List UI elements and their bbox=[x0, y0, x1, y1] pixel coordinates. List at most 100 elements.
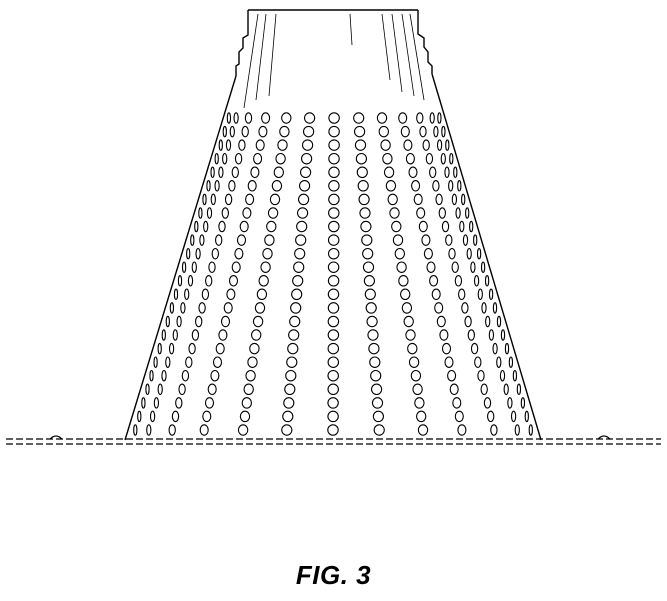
perforation-hole bbox=[471, 343, 477, 353]
perforation-hole bbox=[226, 140, 230, 150]
perforation-hole bbox=[525, 411, 528, 421]
perforation-hole bbox=[355, 126, 365, 136]
perforation-hole bbox=[166, 316, 169, 326]
perforation-hole bbox=[475, 357, 481, 367]
perforation-pattern bbox=[134, 113, 533, 435]
perforation-hole bbox=[406, 154, 414, 164]
perforation-hole bbox=[199, 208, 202, 218]
perforation-hole bbox=[235, 249, 243, 259]
perforation-hole bbox=[388, 194, 397, 204]
perforation-hole bbox=[196, 316, 202, 326]
perforation-hole bbox=[493, 303, 496, 313]
perforation-hole bbox=[500, 371, 504, 381]
perforation-hole bbox=[454, 167, 457, 177]
perforation-hole bbox=[172, 411, 178, 421]
perforation-hole bbox=[296, 235, 306, 245]
perforation-hole bbox=[262, 113, 270, 123]
perforation-hole bbox=[223, 126, 226, 136]
perforation-hole bbox=[265, 235, 274, 245]
perforation-hole bbox=[329, 221, 339, 231]
perforation-hole bbox=[399, 276, 408, 286]
perforation-hole bbox=[227, 113, 230, 123]
perforation-hole bbox=[186, 357, 192, 367]
perforation-hole bbox=[200, 425, 208, 435]
perforation-hole bbox=[397, 262, 406, 272]
perforation-hole bbox=[288, 343, 298, 353]
perforation-hole bbox=[328, 316, 338, 326]
perforation-hole bbox=[235, 154, 241, 164]
perforation-hole bbox=[392, 221, 401, 231]
perforation-hole bbox=[253, 316, 262, 326]
perforation-hole bbox=[328, 357, 338, 367]
perforation-hole bbox=[259, 126, 267, 136]
perforation-hole bbox=[206, 276, 212, 286]
perforation-hole bbox=[455, 411, 463, 421]
perforation-hole bbox=[219, 167, 223, 177]
perforation-hole bbox=[370, 357, 380, 367]
perforation-hole bbox=[364, 276, 374, 286]
perforation-hole bbox=[377, 113, 386, 123]
perforation-hole bbox=[412, 181, 420, 191]
perforation-hole bbox=[244, 384, 253, 394]
perforation-hole bbox=[287, 357, 297, 367]
perforation-hole bbox=[445, 167, 449, 177]
perforation-hole bbox=[263, 249, 272, 259]
perforation-hole bbox=[224, 303, 232, 313]
perforation-hole bbox=[272, 181, 281, 191]
perforation-hole bbox=[222, 208, 228, 218]
perforation-hole bbox=[484, 398, 490, 408]
perforation-hole bbox=[189, 343, 195, 353]
perforation-hole bbox=[430, 113, 434, 123]
perforation-hole bbox=[328, 398, 338, 408]
perforation-hole bbox=[512, 411, 516, 421]
perforation-hole bbox=[285, 384, 295, 394]
perforation-hole bbox=[384, 167, 393, 177]
perforation-hole bbox=[406, 330, 415, 340]
ground-lines bbox=[6, 436, 661, 444]
perforation-hole bbox=[478, 371, 484, 381]
perforation-hole bbox=[434, 126, 438, 136]
perforation-hole bbox=[274, 167, 283, 177]
figure-caption: FIG. 3 bbox=[0, 560, 667, 591]
perforation-hole bbox=[134, 425, 137, 435]
perforation-hole bbox=[329, 167, 339, 177]
perforation-hole bbox=[154, 398, 158, 408]
perforation-hole bbox=[305, 113, 315, 123]
perforation-hole bbox=[192, 262, 196, 272]
perforation-hole bbox=[299, 194, 309, 204]
perforation-hole bbox=[142, 398, 145, 408]
perforation-hole bbox=[291, 303, 301, 313]
perforation-hole bbox=[176, 398, 182, 408]
perforation-hole bbox=[328, 425, 338, 435]
perforation-hole bbox=[239, 140, 245, 150]
perforation-hole bbox=[230, 126, 234, 136]
perforation-hole bbox=[432, 289, 440, 299]
perforation-hole bbox=[240, 411, 249, 421]
perforation-hole bbox=[199, 303, 205, 313]
perforation-hole bbox=[515, 425, 519, 435]
perforation-hole bbox=[426, 154, 432, 164]
perforation-hole bbox=[401, 126, 409, 136]
perforation-hole bbox=[491, 425, 497, 435]
perforation-hole bbox=[230, 276, 238, 286]
perforation-hole bbox=[466, 208, 469, 218]
perforation-hole bbox=[207, 181, 210, 191]
perforation-hole bbox=[211, 194, 215, 204]
perforation-hole bbox=[147, 425, 151, 435]
perforation-hole bbox=[418, 425, 427, 435]
perforation-hole bbox=[328, 384, 338, 394]
perforation-hole bbox=[441, 154, 445, 164]
perforation-hole bbox=[390, 208, 399, 218]
cone-left-flank bbox=[125, 76, 236, 440]
perforation-hole bbox=[187, 249, 190, 259]
perforation-hole bbox=[243, 208, 251, 218]
perforation-hole bbox=[509, 357, 512, 367]
perforation-hole bbox=[501, 330, 504, 340]
perforation-hole bbox=[433, 181, 439, 191]
perforation-hole bbox=[452, 262, 458, 272]
perforation-hole bbox=[361, 221, 371, 231]
perforation-hole bbox=[286, 371, 296, 381]
perforation-hole bbox=[203, 411, 211, 421]
perforation-hole bbox=[329, 235, 339, 245]
